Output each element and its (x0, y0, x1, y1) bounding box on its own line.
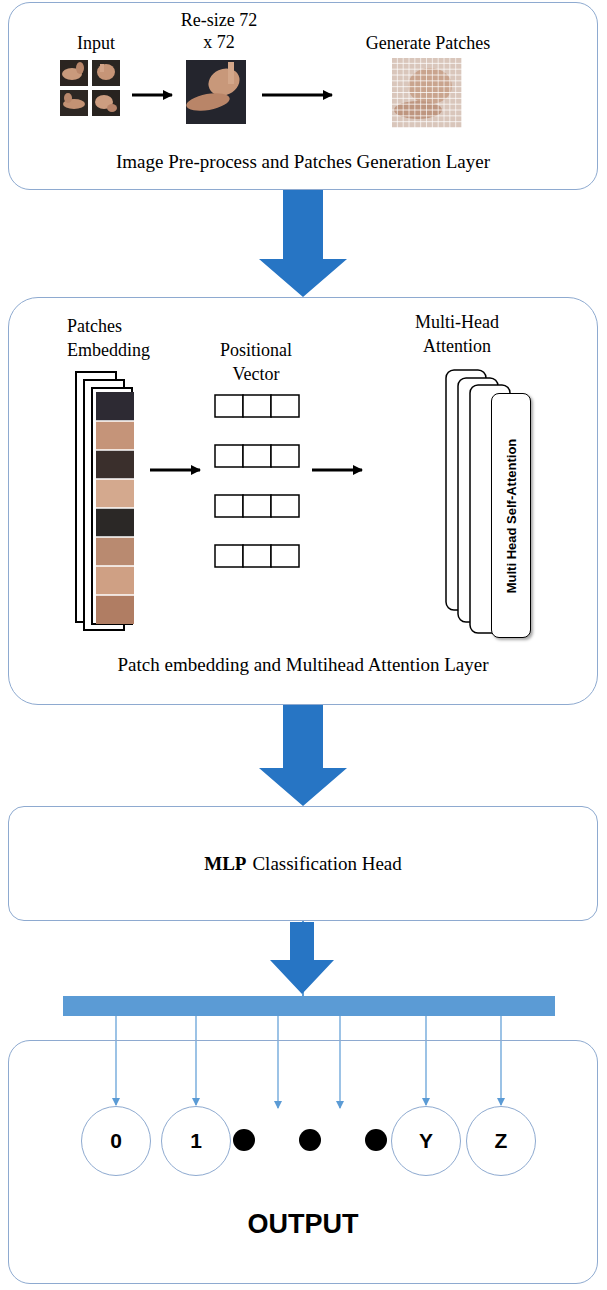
node-text: Patch embedding and Multihead Attention … (9, 654, 597, 676)
node-text: MLP (204, 853, 246, 875)
block-arrow (270, 922, 334, 994)
node-text: Z (495, 1129, 508, 1153)
flow-arrow (312, 469, 362, 472)
patch-embedding-stack (76, 372, 134, 630)
attention-card: Multi Head Self-Attention (491, 393, 531, 638)
ellipsis-dot (233, 1129, 255, 1151)
output-circle: Z (466, 1106, 536, 1176)
resized-image (185, 60, 246, 124)
block-arrow (259, 705, 347, 806)
flow-arrow (150, 469, 200, 472)
patch-grid-image (392, 58, 462, 128)
process-box: MLP Classification Head (8, 806, 598, 921)
step-label: Positional Vector (206, 338, 306, 386)
output-box: OUTPUT 0 1 Y Z (8, 1040, 598, 1284)
step-label: Patches Embedding (67, 314, 171, 362)
node-text: Y (419, 1129, 433, 1153)
block-arrow (259, 190, 347, 297)
output-circle: 1 (161, 1106, 231, 1176)
step-label: Input (56, 33, 136, 54)
node-text: 1 (190, 1129, 202, 1153)
step-label: Re-size 72 x 72 (178, 9, 260, 53)
input-images (60, 60, 120, 116)
ellipsis-dot (299, 1129, 321, 1151)
ellipsis-dot (365, 1129, 387, 1151)
node-text: 0 (110, 1129, 122, 1153)
node-text: Image Pre-process and Patches Generation… (9, 151, 597, 173)
layer-box: Patch embedding and Multihead Attention … (8, 297, 598, 705)
output-arrow (339, 1016, 340, 1108)
flow-arrow (132, 94, 172, 97)
positional-vector-grid (215, 395, 299, 567)
flow-arrow (262, 94, 332, 97)
node-text: Multi Head Self-Attention (504, 438, 519, 593)
output-bar (63, 996, 555, 1016)
step-label: Multi-Head Attention (401, 310, 513, 358)
node-text: OUTPUT (9, 1209, 597, 1240)
output-arrow (277, 1016, 278, 1108)
output-circle: 0 (81, 1106, 151, 1176)
node-text: Classification Head (252, 853, 401, 875)
output-circle: Y (391, 1106, 461, 1176)
layer-box: Image Pre-process and Patches Generation… (8, 2, 598, 190)
step-label: Generate Patches (353, 33, 503, 54)
